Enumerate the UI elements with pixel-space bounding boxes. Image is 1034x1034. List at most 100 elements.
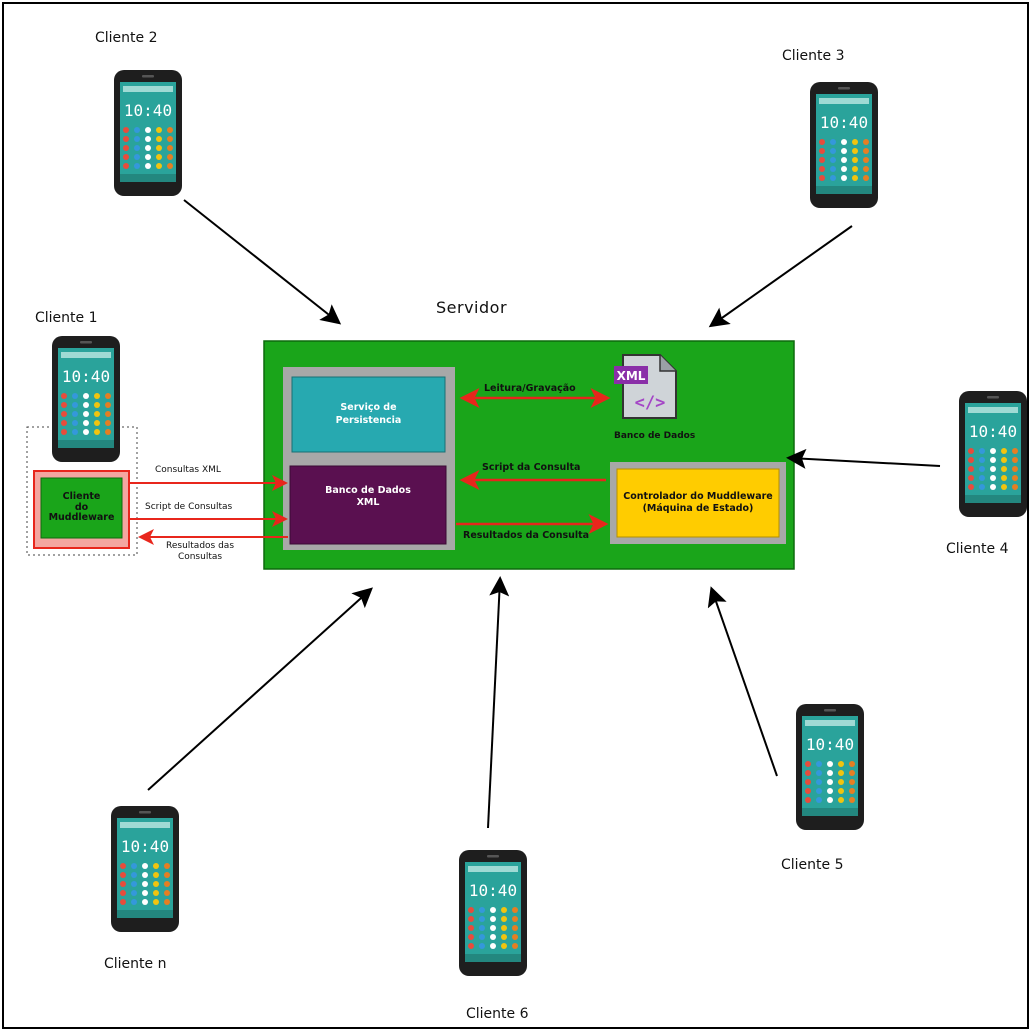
phone-speaker: [987, 396, 999, 399]
phone-app-dot: [94, 393, 100, 399]
phone-app-dot: [167, 163, 173, 169]
phone-dock: [58, 440, 114, 448]
phone-app-dot: [990, 484, 996, 490]
phone-app-dot: [968, 457, 974, 463]
phone-app-dot: [827, 779, 833, 785]
phone-app-dot: [849, 788, 855, 794]
phone-app-dot: [123, 154, 129, 160]
phone-app-dot: [131, 899, 137, 905]
phone-app-dot: [83, 420, 89, 426]
query-results-label: Resultados das Consultas: [166, 541, 234, 563]
phone-status-bar: [819, 98, 869, 104]
phone-status-bar: [468, 866, 518, 872]
phone-app-dot: [134, 163, 140, 169]
phone-app-dot: [501, 925, 507, 931]
phone-clock-text: 10:40: [469, 881, 517, 900]
xml-file-icon: XML </>: [614, 354, 677, 419]
phone-app-dot: [153, 863, 159, 869]
persistence-box: [291, 376, 446, 453]
client6-label: Cliente 6: [466, 1006, 529, 1022]
clientn-label: Cliente n: [104, 956, 167, 972]
phone-app-dot: [156, 127, 162, 133]
client1-box-line2: do: [74, 501, 89, 513]
xml-queries-label: Consultas XML: [155, 465, 221, 475]
phone-app-dot: [94, 402, 100, 408]
phone-speaker: [142, 75, 154, 78]
phone-app-dot: [134, 127, 140, 133]
phone-app-dot: [979, 475, 985, 481]
client3-label: Cliente 3: [782, 48, 845, 64]
phone-app-dot: [852, 175, 858, 181]
phone-app-dot: [1012, 484, 1018, 490]
controller-line1: Controlador do Muddleware: [623, 490, 773, 502]
query-results-line2: Consultas: [177, 551, 223, 562]
client4-label: Cliente 4: [946, 541, 1009, 557]
phone-app-dot: [123, 163, 129, 169]
phone-app-dot: [142, 899, 148, 905]
client1-inner-box: [40, 477, 123, 539]
phone-app-dot: [838, 761, 844, 767]
phone-dock: [117, 910, 173, 918]
phone-app-dot: [153, 890, 159, 896]
phone-app-dot: [479, 907, 485, 913]
phone-app-dot: [105, 411, 111, 417]
phone-icon-clientn: 10:40: [111, 806, 179, 932]
phone-app-dot: [142, 863, 148, 869]
phone-app-dot: [805, 788, 811, 794]
phone-app-dot: [852, 157, 858, 163]
phone-app-dot: [94, 429, 100, 435]
phone-app-dot: [153, 872, 159, 878]
phone-icon-client4: 10:40: [959, 391, 1027, 517]
phone-icon-client3: 10:40: [810, 82, 878, 208]
phone-app-dot: [990, 466, 996, 472]
phone-app-dot: [841, 175, 847, 181]
phone-app-dot: [838, 779, 844, 785]
phone-app-dot: [852, 166, 858, 172]
server-title: Servidor: [436, 298, 508, 317]
phone-status-bar: [968, 407, 1018, 413]
phone-app-dot: [968, 475, 974, 481]
phone-app-dot: [468, 916, 474, 922]
client1-box-text: Cliente do Muddleware: [41, 478, 122, 538]
phone-app-dot: [164, 899, 170, 905]
phone-app-dot: [468, 907, 474, 913]
phone-app-dot: [849, 797, 855, 803]
phone-app-dot: [120, 890, 126, 896]
phone-app-dot: [123, 145, 129, 151]
client2-arrow: [183, 199, 342, 325]
phone-speaker: [824, 709, 836, 712]
phone-icon-client2: 10:40: [114, 70, 182, 196]
phone-app-dot: [1001, 475, 1007, 481]
script-label: Script da Consulta: [482, 462, 581, 473]
phone-app-dot: [167, 127, 173, 133]
phone-app-dot: [512, 943, 518, 949]
phone-app-dot: [468, 943, 474, 949]
phone-app-dot: [979, 484, 985, 490]
client4-arrow: [786, 448, 941, 469]
phone-app-dot: [849, 779, 855, 785]
phone-app-dot: [120, 899, 126, 905]
phone-app-dot: [841, 139, 847, 145]
database-label: Banco de Dados: [614, 431, 696, 441]
phone-app-dot: [805, 779, 811, 785]
phone-status-bar: [120, 822, 170, 828]
phone-app-dot: [134, 145, 140, 151]
clientn-arrow: [147, 587, 373, 791]
phone-app-dot: [819, 157, 825, 163]
phone-app-dot: [479, 934, 485, 940]
phone-app-dot: [468, 925, 474, 931]
persistence-text: Serviço de Persistencia: [292, 377, 445, 452]
phone-app-dot: [164, 890, 170, 896]
phone-app-dot: [105, 402, 111, 408]
phone-app-dot: [123, 127, 129, 133]
phone-icon-client1: 10:40: [52, 336, 120, 462]
phone-app-dot: [123, 136, 129, 142]
phone-app-dot: [512, 934, 518, 940]
phone-app-dot: [990, 457, 996, 463]
phone-app-dot: [145, 145, 151, 151]
phone-app-dot: [819, 148, 825, 154]
phone-app-dot: [145, 127, 151, 133]
phone-app-dot: [1012, 448, 1018, 454]
phone-dock: [465, 954, 521, 962]
